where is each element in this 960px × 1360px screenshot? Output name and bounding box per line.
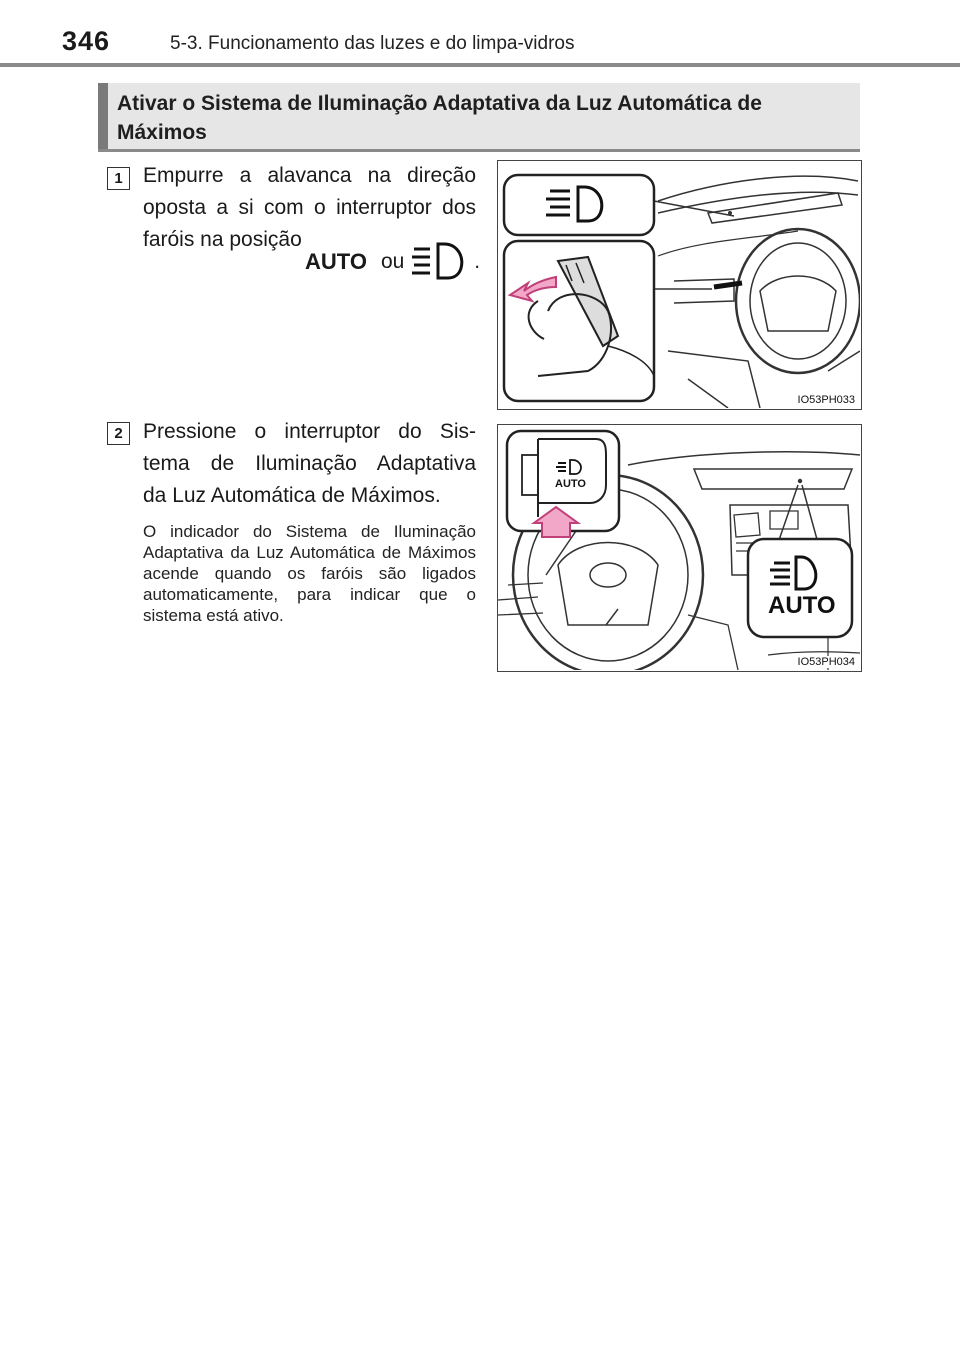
step-1-period: .	[474, 250, 481, 273]
page-number: 346	[62, 26, 111, 56]
press-arrow-icon	[530, 505, 582, 538]
push-arrow-icon	[507, 275, 557, 303]
step-1-text-block: Empurre a alavanca na direção oposta a s…	[143, 160, 476, 251]
step-1-inline-symbols: AUTO ou .	[305, 240, 480, 284]
step-2-line-3: da Luz Automática de Máximos.	[143, 484, 441, 507]
indicator-high-beam-icon	[770, 555, 818, 591]
switch-high-beam-icon	[556, 459, 582, 475]
figure-2-illustration: AUTO AUTO IO53PH034	[497, 424, 862, 672]
step-2-badge: 2	[107, 422, 130, 445]
step-2-note: O indicador do Sistema de Iluminação Ada…	[143, 522, 476, 625]
step-1-text: Empurre a alavanca na direção oposta a s…	[143, 164, 476, 251]
auto-symbol: AUTO	[305, 249, 367, 274]
header-rule	[0, 63, 960, 67]
step-2-line-2: tema de Iluminação Adaptativa	[143, 452, 476, 475]
figure-1-illustration: IO53PH033	[497, 160, 862, 410]
figure-1-code: IO53PH033	[795, 394, 857, 406]
heading-underline	[98, 149, 860, 152]
callout-high-beam-icon	[546, 185, 604, 223]
dashboard-illustration: AUTO AUTO	[498, 429, 860, 670]
figure-2-code: IO53PH034	[795, 656, 857, 668]
step-2-text: Pressione o interruptor do Sis- tema de …	[143, 416, 476, 512]
section-heading-text: Ativar o Sistema de Iluminação Adaptativ…	[117, 92, 762, 144]
step-1-badge: 1	[107, 167, 130, 190]
step-2-line-1: Pressione o interruptor do Sis-	[143, 420, 476, 443]
step-1-connector: ou	[380, 250, 405, 273]
section-heading: Ativar o Sistema de Iluminação Adaptativ…	[98, 83, 860, 152]
indicator-auto-label: AUTO	[768, 592, 836, 619]
running-header: 5-3. Funcionamento das luzes e do limpa-…	[170, 33, 575, 54]
switch-auto-label: AUTO	[555, 478, 586, 490]
high-beam-headlight-icon	[412, 242, 464, 280]
lever-illustration	[502, 173, 860, 408]
